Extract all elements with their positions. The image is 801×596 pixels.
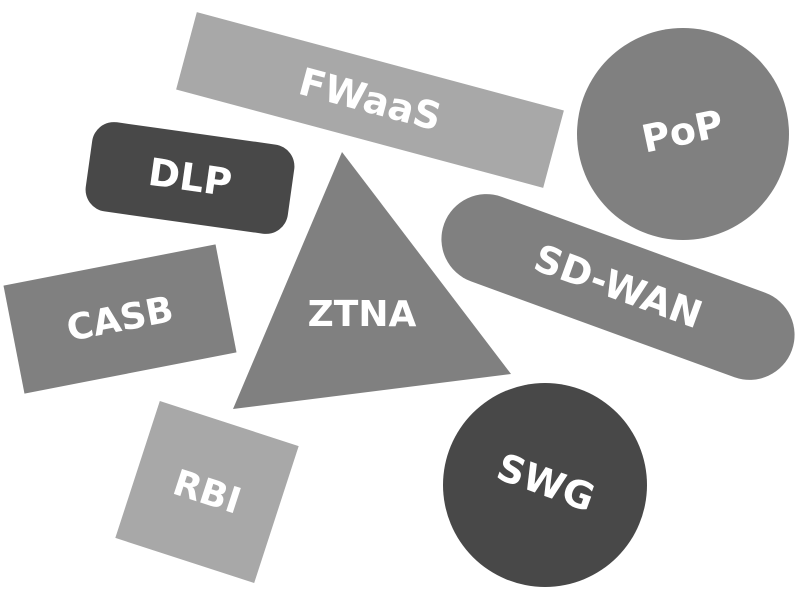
ztna-label: ZTNA	[308, 294, 417, 335]
ztna-shape: ZTNA	[233, 152, 511, 409]
sdwan-pill	[441, 194, 795, 380]
swg-shape: SWG	[443, 383, 647, 587]
ztna-triangle	[233, 152, 511, 409]
fwaas-rect	[176, 12, 564, 188]
casb-shape: CASB	[3, 244, 237, 394]
dlp-shape: DLP	[85, 122, 295, 234]
pop-circle	[577, 28, 789, 240]
rbi-shape: RBI	[115, 400, 299, 584]
dlp-rect	[85, 122, 295, 234]
rbi-rect	[115, 400, 299, 584]
swg-circle	[443, 383, 647, 587]
casb-rect	[3, 244, 237, 394]
fwaas-shape: FWaaS	[176, 12, 564, 188]
pop-shape: PoP	[577, 28, 789, 240]
